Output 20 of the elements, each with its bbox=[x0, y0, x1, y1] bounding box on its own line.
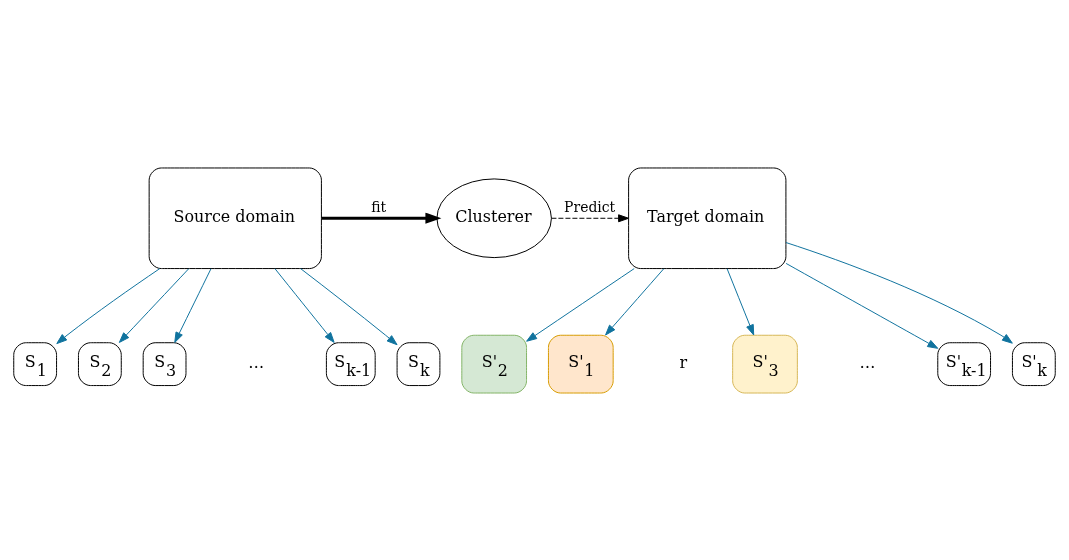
arrow bbox=[300, 267, 398, 345]
label: … bbox=[248, 352, 265, 372]
label: r bbox=[679, 352, 687, 372]
arrow bbox=[174, 267, 212, 343]
node-ellipse: Clusterer bbox=[436, 177, 552, 258]
arrow bbox=[274, 267, 335, 343]
arrow bbox=[785, 262, 939, 349]
edge-label: fit bbox=[371, 198, 387, 214]
node-box: Target domain bbox=[628, 167, 787, 269]
arrow bbox=[726, 267, 755, 335]
arrow bbox=[785, 241, 1013, 344]
arrow bbox=[321, 212, 442, 224]
arrow bbox=[56, 267, 161, 344]
arrow bbox=[526, 267, 635, 342]
node-box: Source domain bbox=[148, 167, 322, 269]
label: … bbox=[859, 352, 876, 372]
arrow bbox=[118, 267, 190, 343]
arrow bbox=[551, 213, 630, 222]
arrow bbox=[605, 267, 665, 335]
edge-label: Predict bbox=[564, 198, 616, 214]
